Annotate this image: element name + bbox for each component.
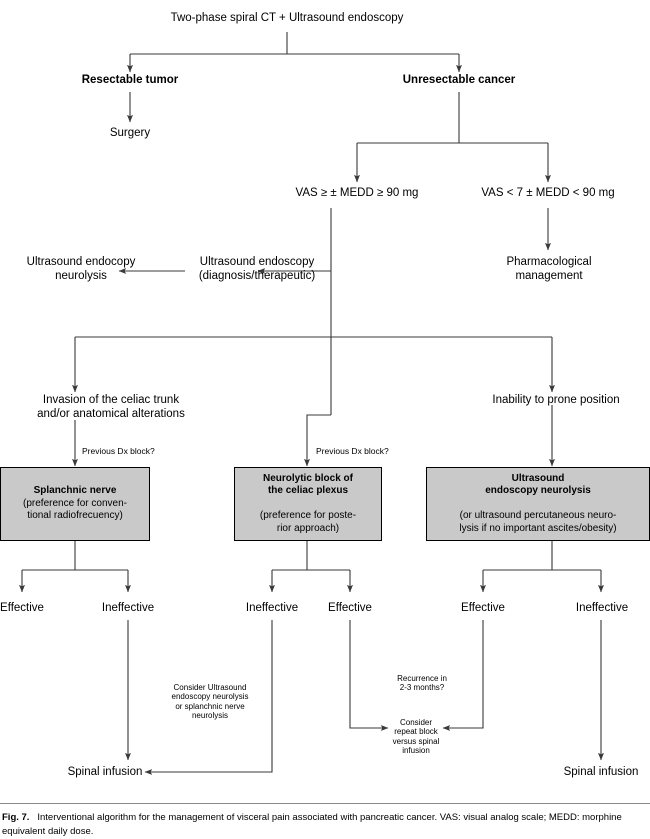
box-ultrasound-endoscopy-neurolysis[interactable]: Ultrasound endoscopy neurolysis (or ultr… bbox=[426, 467, 650, 541]
label-previous-dx-block-middle: Previous Dx block? bbox=[316, 446, 389, 456]
node-vas-low: VAS < 7 ± MEDD < 90 mg bbox=[481, 187, 615, 199]
figure-caption-text: Interventional algorithm for the managem… bbox=[2, 812, 622, 837]
box-splanchnic-nerve[interactable]: Splanchnic nerve (preference for conven-… bbox=[0, 467, 150, 541]
label-effective-left: Effective bbox=[0, 602, 44, 614]
node-inability-prone-position: Inability to prone position bbox=[492, 394, 620, 406]
box-splanchnic-nerve-detail: (preference for conven- tional radiofrec… bbox=[23, 497, 127, 522]
label-ineffective-left: Ineffective bbox=[101, 602, 155, 614]
node-pharmacological-management: Pharmacological management bbox=[506, 256, 592, 282]
node-spinal-infusion-right: Spinal infusion bbox=[563, 766, 639, 778]
label-ineffective-middle: Ineffective bbox=[245, 602, 299, 614]
node-invasion-celiac-trunk: Invasion of the celiac trunk and/or anat… bbox=[37, 394, 185, 420]
box-ultrasound-neurolysis-detail: (or ultrasound percutaneous neuro- lysis… bbox=[459, 510, 617, 534]
box-splanchnic-nerve-title: Splanchnic nerve bbox=[33, 485, 117, 497]
box-neurolytic-block-celiac-plexus[interactable]: Neurolytic block of the celiac plexus (p… bbox=[234, 467, 382, 541]
box-ultrasound-neurolysis-title: Ultrasound endoscopy neurolysis bbox=[485, 472, 591, 497]
node-root: Two-phase spiral CT + Ultrasound endosco… bbox=[170, 12, 404, 24]
figure-caption: Fig. 7. Interventional algorithm for the… bbox=[0, 806, 650, 839]
node-surgery: Surgery bbox=[109, 127, 151, 139]
box-neurolytic-block-detail: (preference for poste- rior approach) bbox=[259, 510, 357, 534]
node-ultrasound-endoscopy-neurolysis: Ultrasound endocopy neurolysis bbox=[26, 256, 136, 282]
node-spinal-infusion-left: Spinal infusion bbox=[67, 766, 143, 778]
figure-label: Fig. 7. bbox=[2, 812, 30, 823]
label-ineffective-right: Ineffective bbox=[575, 602, 629, 614]
label-effective-middle: Effective bbox=[328, 602, 372, 614]
box-neurolytic-block-title: Neurolytic block of the celiac plexus bbox=[262, 472, 353, 497]
caption-divider bbox=[0, 803, 650, 804]
node-vas-high: VAS ≥ ± MEDD ≥ 90 mg bbox=[295, 187, 419, 199]
node-unresectable-cancer: Unresectable cancer bbox=[402, 74, 516, 86]
note-consider-ultrasound: Consider Ultrasound endoscopy neurolysis… bbox=[171, 683, 249, 721]
label-previous-dx-block-left: Previous Dx block? bbox=[82, 446, 155, 456]
label-effective-right: Effective bbox=[461, 602, 505, 614]
note-recurrence: Recurrence in 2-3 months? bbox=[397, 674, 447, 693]
node-ultrasound-endoscopy: Ultrasound endoscopy (diagnosis/therapeu… bbox=[198, 256, 316, 282]
note-consider-repeat-block: Consider repeat block versus spinal infu… bbox=[392, 718, 440, 756]
node-resectable-tumor: Resectable tumor bbox=[81, 74, 179, 86]
